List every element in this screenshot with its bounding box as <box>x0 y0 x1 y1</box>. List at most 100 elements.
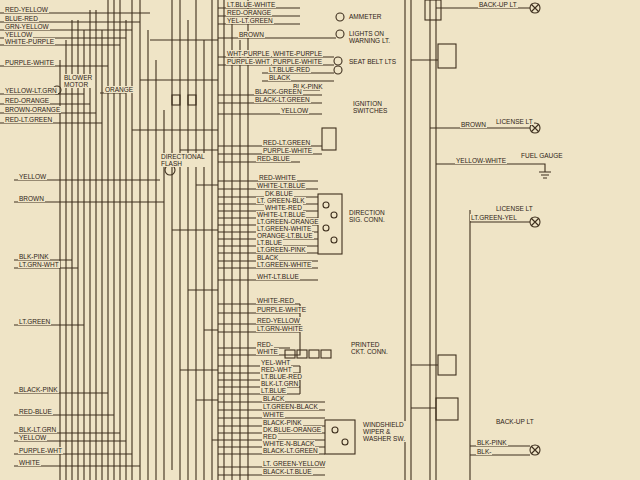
cross-wires <box>132 40 218 440</box>
wire-label: BROWN <box>460 121 487 128</box>
wire-label: WHITE-N-BLACK <box>262 440 315 447</box>
wire-label: WHT-PURPLE <box>226 50 271 57</box>
wire-label: RED-ORANGE <box>226 9 272 16</box>
left-wires <box>0 13 164 466</box>
wire-label: RED-WHITE <box>258 174 297 181</box>
lamp-symbols <box>53 3 551 455</box>
wire-label: WINDSHIELD WIPER & WASHER SW. <box>362 421 406 442</box>
wire-label: BLK- <box>476 448 492 455</box>
wire-label: PRINTED CKT. CONN. <box>350 341 396 355</box>
wire-label: PURPLE-WHT <box>226 58 271 65</box>
wire-label: WHITE-RED <box>256 297 295 304</box>
wire-label: WHITE-LT.BLUE <box>256 182 306 189</box>
wire-label: LT.BLUE-RED <box>268 66 311 73</box>
wire-label: BROWN <box>238 31 265 38</box>
wire-label: PURPLE-WHT <box>18 447 63 454</box>
wire-label: RED-BLUE <box>256 155 291 162</box>
wire-label: BLACK <box>262 395 285 402</box>
wire-label: RED <box>262 433 278 440</box>
wire-label: BLACK-LT.GREEN <box>254 96 311 103</box>
wire-label: BLACK-LT.BLUE <box>262 468 313 475</box>
wire-label: YELLOW-LT.GRN <box>4 87 58 94</box>
wire-label: BROWN <box>18 195 45 202</box>
wire-label: WHITE <box>256 348 279 355</box>
wire-label: RED-BLUE <box>18 408 53 415</box>
wire-label: LT.GREEN-PINK <box>256 246 307 253</box>
wire-label: YELLOW <box>18 434 47 441</box>
wire-label: ORANGE-LT.BLUE <box>256 232 314 239</box>
wire-label: YELLOW <box>18 173 47 180</box>
wire-label: YEL-LT.GREEN <box>226 17 274 24</box>
wire-label: SEAT BELT LTS <box>348 58 397 65</box>
wire-label: DIRECTION SIG. CONN. <box>348 209 400 223</box>
wire-label: LIGHTS ON WARNING LT. <box>348 30 394 44</box>
wire-label: DK.BLUE-ORANGE <box>262 426 322 433</box>
wire-label: LT. GREEN-BLK <box>256 197 306 204</box>
wire-label: FUEL GAUGE <box>520 152 564 159</box>
wire-label: YEL-WHT <box>260 359 291 366</box>
wire-label: GRN-YELLOW <box>4 23 50 30</box>
wire-label: RED-YELLOW <box>4 6 49 13</box>
right-wires <box>405 0 545 480</box>
wire-label: RED-ORANGE <box>4 97 50 104</box>
wire-label: LT.GREEN-WHITE <box>256 261 312 268</box>
wire-label: BLACK <box>256 254 279 261</box>
connector-blocks <box>172 0 458 454</box>
wire-label: LICENSE LT <box>495 118 534 125</box>
wire-label: WHITE-PURPLE <box>4 38 55 45</box>
wire-label: LT.BLUE-WHITE <box>226 1 276 8</box>
wire-label: BLK-LT.GRN <box>260 380 299 387</box>
wire-label: LT.BLUE-RED <box>260 373 303 380</box>
wire-label: LT.GRN-WHITE <box>256 325 304 332</box>
wire-label: LT.GREEN-WHITE <box>256 225 312 232</box>
wire-label: LT.GREEN-BLACK <box>262 403 319 410</box>
wire-label: LT.GREEN-ORANGE <box>256 218 320 225</box>
wire-label: PURPLE-WHITE <box>272 58 323 65</box>
wire-label: YELLOW <box>280 107 309 114</box>
wire-label: LT. GREEN-YELLOW <box>262 460 326 467</box>
wire-label: LT.BLUE <box>260 387 287 394</box>
wire-label: IGNITION SWITCHES <box>352 100 394 114</box>
wire-label: WHITE <box>18 459 41 466</box>
wire-label: LT.GREEN-YEL <box>470 214 518 221</box>
wire-bundle <box>60 0 212 480</box>
wire-label: PURPLE-WHITE <box>256 306 307 313</box>
wire-label: BLACK-LT.GREEN <box>262 447 319 454</box>
wire-label: BLACK-PINK <box>18 386 59 393</box>
wire-label: YELLOW-WHITE <box>455 157 507 164</box>
wire-label: LT.BLUE <box>256 239 283 246</box>
wire-label: WHITE-PURPLE <box>272 50 323 57</box>
middle-bundle <box>218 0 248 480</box>
wire-label: BACK-UP LT <box>478 1 518 8</box>
wire-label: BLK-LT.GRN <box>18 426 57 433</box>
wire-label: RED- <box>256 341 274 348</box>
wire-label: WHITE <box>262 411 285 418</box>
wire-label: BROWN-ORANGE <box>4 106 61 113</box>
wire-label: BLOWER MOTOR <box>63 74 95 88</box>
wire-label: WHITE-LT.BLUE <box>256 211 306 218</box>
wire-label: BLK-PINK <box>476 439 508 446</box>
wire-label: DK.BLUE <box>264 190 294 197</box>
wire-label: LICENSE LT <box>495 205 534 212</box>
wire-label: BLUE-RED <box>4 15 39 22</box>
wire-label: BLACK <box>268 74 291 81</box>
wire-label: BLACK-GREEN <box>254 88 303 95</box>
wire-label: WHT-LT.BLUE <box>256 273 300 280</box>
wire-label: PURPLE-WHITE <box>262 147 313 154</box>
wire-label: DIRECTIONAL FLASH <box>160 153 208 167</box>
wire-label: AMMETER <box>348 13 383 20</box>
wire-label: BLACK-PINK <box>262 419 303 426</box>
wire-label: RED-YELLOW <box>256 317 301 324</box>
wire-label: RED-LT.GREEN <box>4 116 53 123</box>
wire-label: PURPLE-WHITE <box>4 59 55 66</box>
wire-label: ORANGE <box>104 86 134 93</box>
wire-label: RED-LT.GREEN <box>262 139 311 146</box>
wire-label: WHITE-RED <box>264 204 303 211</box>
wire-label: LT.GREEN <box>18 318 51 325</box>
wire-label: RED-WHT <box>260 366 293 373</box>
wire-label: BLK-PINK <box>18 253 50 260</box>
wire-label: BACK-UP LT <box>495 418 535 425</box>
wire-label: LT.GRN-WHT <box>18 261 60 268</box>
